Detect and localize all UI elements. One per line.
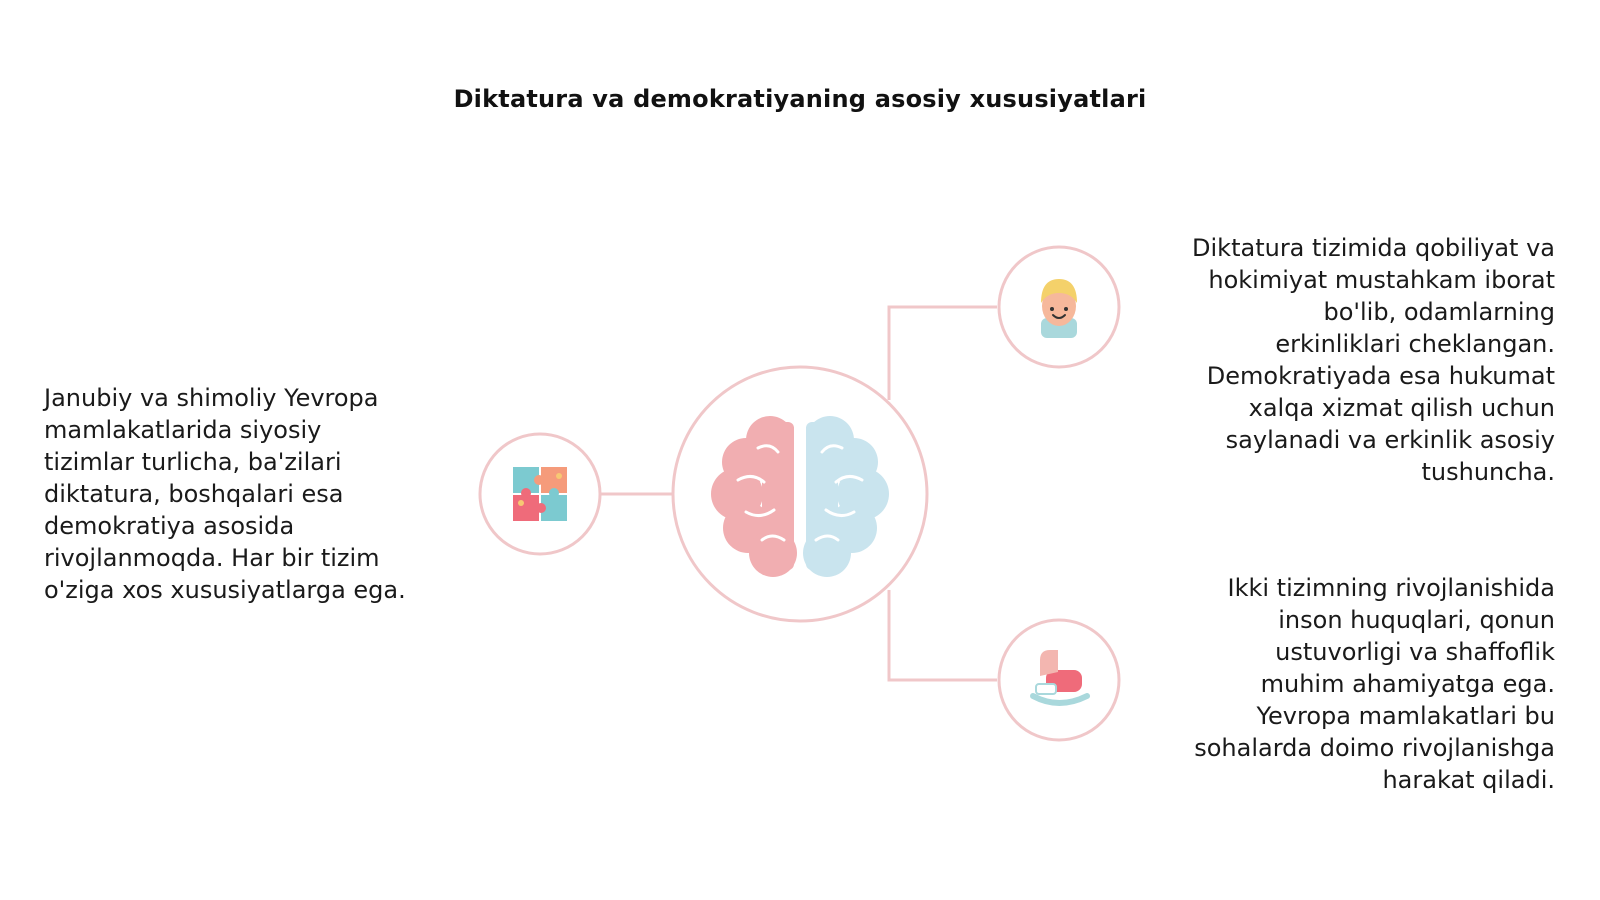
connectors [600,305,997,682]
connector-top-right [887,305,997,400]
center-node [671,365,929,623]
page-title: Diktatura va demokratiyaning asosiy xusu… [453,85,1147,113]
top-right-text-block: Diktatura tizimida qobiliyat va hokimiya… [1192,234,1555,486]
brain-icon [711,416,889,577]
bottom-right-text-block: Ikki tizimning rivojlanishida inson huqu… [1194,574,1555,794]
child-face-icon [1041,279,1077,338]
left-node [478,432,602,556]
connector-bottom-right [887,590,997,682]
left-text-block: Janubiy va shimoliy Yevropa mamlakatlari… [44,384,406,604]
puzzle-icon [513,467,567,521]
rocking-horse-icon [1030,650,1090,706]
